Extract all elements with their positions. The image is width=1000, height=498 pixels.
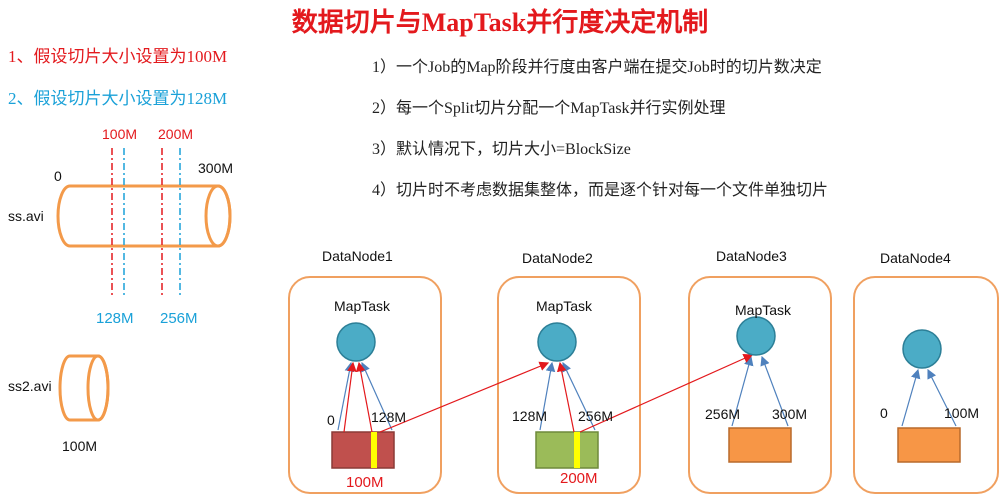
ss2-file-name: ss2.avi bbox=[8, 378, 52, 394]
maptask-circle-4 bbox=[902, 329, 942, 369]
maptask-label-3: MapTask bbox=[735, 302, 792, 318]
node4-right-label: 100M bbox=[944, 405, 980, 421]
point-3: 3）默认情况下，切片大小=BlockSize bbox=[372, 141, 631, 158]
maptask-circle-3 bbox=[736, 316, 776, 356]
assumption-128m: 2、假设切片大小设置为128M bbox=[8, 89, 228, 108]
split-marker-node2 bbox=[574, 432, 580, 468]
ss-avi-cylinder bbox=[56, 184, 232, 248]
maptask-circle-1 bbox=[336, 322, 376, 362]
datanode3-label: DataNode3 bbox=[716, 248, 787, 264]
node4-left-label: 0 bbox=[880, 405, 888, 421]
ss2-size-label: 100M bbox=[62, 438, 98, 454]
mark-128m-label: 128M bbox=[96, 310, 134, 327]
node3-left-label: 256M bbox=[705, 406, 741, 422]
point-4: 4）切片时不考虑数据集整体，而是逐个针对每一个文件单独切片 bbox=[372, 182, 829, 199]
maptask-circle-2 bbox=[537, 322, 577, 362]
split-marker-node1 bbox=[371, 432, 377, 468]
ss2-avi-cylinder bbox=[58, 354, 110, 422]
ss-file-name: ss.avi bbox=[8, 208, 44, 224]
maptask-label-1: MapTask bbox=[334, 298, 391, 314]
node2-right-label: 256M bbox=[578, 408, 614, 424]
point-2: 2）每一个Split切片分配一个MapTask并行实例处理 bbox=[372, 100, 726, 117]
block-node2 bbox=[535, 431, 599, 469]
split-label-100m: 100M bbox=[346, 474, 384, 491]
maptask-label-2: MapTask bbox=[536, 298, 593, 314]
datanode4-label: DataNode4 bbox=[880, 250, 951, 266]
assumption-100m: 1、假设切片大小设置为100M bbox=[8, 47, 228, 66]
ss-end-label: 300M bbox=[198, 160, 234, 176]
datanode2-label: DataNode2 bbox=[522, 250, 593, 266]
point-1: 1）一个Job的Map阶段并行度由客户端在提交Job时的切片数决定 bbox=[372, 59, 822, 76]
datanode1-label: DataNode1 bbox=[322, 248, 393, 264]
ss-start-label: 0 bbox=[54, 168, 62, 184]
block-node4 bbox=[897, 427, 961, 463]
node3-right-label: 300M bbox=[772, 406, 808, 422]
node2-left-label: 128M bbox=[512, 408, 548, 424]
datanode4-box bbox=[853, 276, 999, 494]
block-node1 bbox=[331, 431, 395, 469]
node1-right-label: 128M bbox=[371, 409, 407, 425]
block-node3 bbox=[728, 427, 792, 463]
mark-200m-label: 200M bbox=[158, 126, 194, 142]
mark-256m-label: 256M bbox=[160, 310, 198, 327]
mark-100m-label: 100M bbox=[102, 126, 138, 142]
node1-left-label: 0 bbox=[327, 412, 335, 428]
split-label-200m: 200M bbox=[560, 470, 598, 487]
page-title: 数据切片与MapTask并行度决定机制 bbox=[291, 8, 709, 37]
